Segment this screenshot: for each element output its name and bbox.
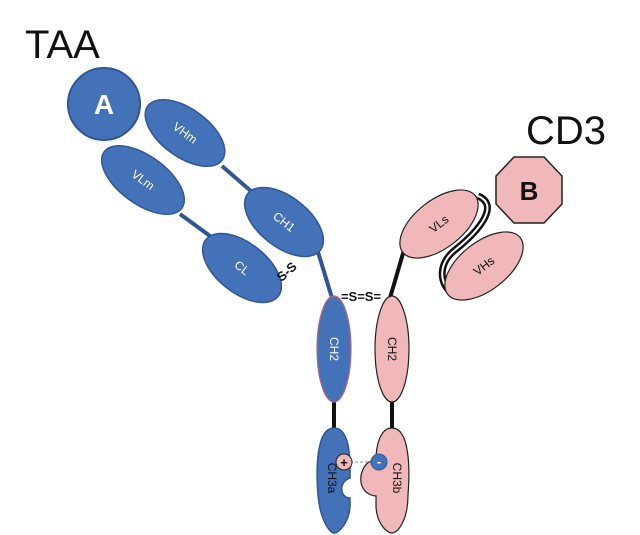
antigen-b-label: B (520, 176, 539, 206)
connector-lines (178, 164, 491, 430)
domain-ch2-right-label: CH2 (385, 337, 399, 361)
minus-charge (370, 453, 388, 471)
domain-ch2-right (374, 295, 410, 403)
domain-vls (399, 189, 479, 259)
antigen-a-label: A (94, 89, 114, 120)
taa-label: TAA (25, 23, 100, 67)
domain-ch3a-label: CH3a (325, 463, 339, 494)
right-fc: CH2 CH3b (360, 295, 410, 534)
ch1-hinge-line (316, 251, 334, 299)
domain-ch2-left-label: CH2 (327, 337, 341, 361)
antigen-b (495, 156, 563, 224)
hinge-disulfide: =S=S= (341, 289, 382, 304)
vls-hinge-line (388, 249, 406, 299)
vhm-ch1-linker (220, 164, 254, 194)
cd3-label: CD3 (526, 109, 606, 153)
vlm-cl-linker (178, 212, 212, 238)
domain-ch3b-label: CH3b (390, 463, 404, 494)
domain-ch2-left (316, 295, 352, 403)
domain-ch1 (243, 186, 325, 258)
plus-charge-label: + (340, 455, 348, 470)
domain-vhm (144, 98, 226, 168)
right-arm-scfv: VLs VHs (399, 189, 524, 301)
domain-vhs (444, 231, 524, 301)
domain-cl (201, 232, 283, 304)
domain-vlm (100, 145, 186, 215)
left-arm: VHm VLm CH1 CL (100, 98, 325, 304)
antigen-a (67, 67, 141, 141)
plus-charge (335, 453, 353, 471)
minus-charge-label: - (377, 454, 381, 469)
